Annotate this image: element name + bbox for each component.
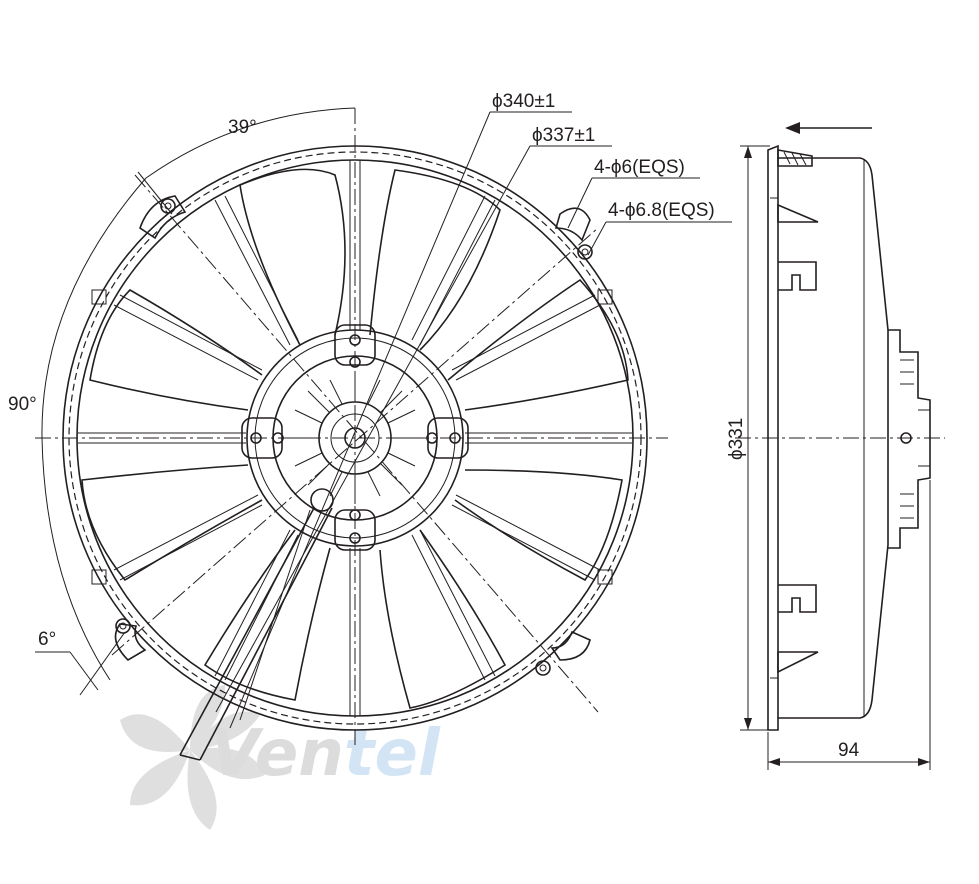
angle-90-label: 90°: [8, 394, 37, 415]
side-view: ϕ331 94: [726, 122, 945, 770]
airflow-arrow-icon: [785, 122, 872, 134]
front-view: 39° 90° 6° ϕ340±1 ϕ337±1 4-ϕ6(EQS) 4-ϕ6.…: [8, 91, 732, 761]
fan-blades: [81, 168, 629, 709]
mounting-holes: [115, 198, 593, 676]
angle-39-label: 39°: [228, 117, 257, 138]
depth-dimension: 94: [767, 480, 931, 770]
diameter-340-label: ϕ340±1: [492, 91, 555, 112]
diameter-331-label: ϕ331: [726, 418, 747, 460]
angle-dimension-90: 90°: [8, 177, 147, 681]
center-lines: [35, 108, 668, 745]
power-cable: [179, 488, 334, 761]
diameter-337-label: ϕ337±1: [532, 125, 595, 146]
ventel-watermark: Ventel: [120, 685, 441, 830]
side-diameter-dimension: ϕ331: [726, 145, 770, 731]
depth-94-label: 94: [838, 740, 860, 761]
watermark-fan-logo-icon: [120, 685, 265, 830]
holes-6-label: 4-ϕ6(EQS): [594, 157, 685, 178]
diameter-leaders: ϕ340±1 ϕ337±1 4-ϕ6(EQS) 4-ϕ6.8(EQS): [215, 91, 732, 729]
holes-6-8-label: 4-ϕ6.8(EQS): [608, 200, 715, 221]
watermark-text-dark: Ven: [210, 717, 344, 791]
mounting-tabs: [91, 195, 613, 662]
angle-dimension-39: 39°: [137, 107, 356, 215]
angle-dimension-6: 6°: [35, 629, 126, 696]
angle-6-label: 6°: [38, 629, 56, 650]
support-spokes: [78, 160, 632, 716]
